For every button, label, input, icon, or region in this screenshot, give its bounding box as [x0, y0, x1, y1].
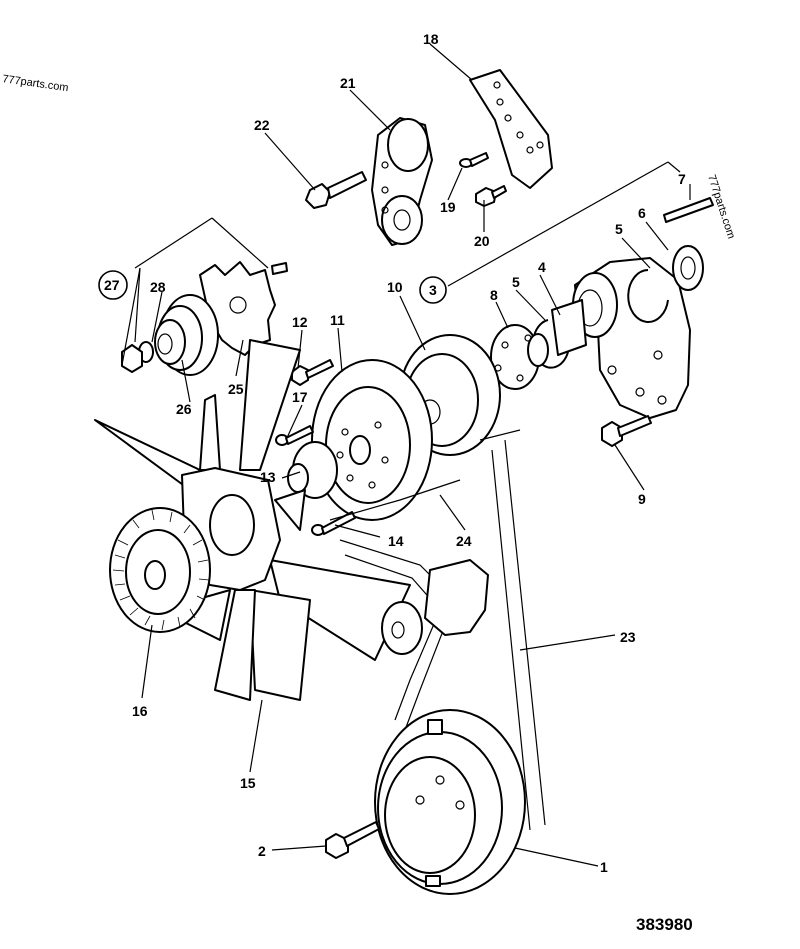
bolt-7 [663, 197, 714, 223]
alternator-pulley [154, 294, 219, 376]
pulley-11 [311, 359, 433, 521]
bolt-20 [475, 185, 507, 207]
callout-12: 12 [292, 314, 308, 330]
screw-19 [459, 152, 489, 168]
callout-27: 27 [104, 277, 120, 293]
callout-6: 6 [638, 205, 646, 221]
callout-20: 20 [474, 233, 490, 249]
drive-belt-23 [479, 429, 546, 831]
callout-16: 16 [132, 703, 148, 719]
bolt-14 [311, 511, 356, 536]
callout-2: 2 [258, 843, 266, 859]
callout-19: 19 [440, 199, 456, 215]
belt-tensioner [371, 117, 433, 246]
crankshaft-damper [374, 709, 526, 895]
drawing-number: 383980 [636, 915, 693, 934]
callout-7: 7 [678, 171, 686, 187]
callout-5-right: 5 [615, 221, 623, 237]
callout-26: 26 [176, 401, 192, 417]
callout-8: 8 [490, 287, 498, 303]
bolt-9 [601, 415, 652, 447]
callout-23: 23 [620, 629, 636, 645]
bolt-2 [325, 821, 380, 859]
viscous-fan-coupling [109, 507, 211, 633]
callout-21: 21 [340, 75, 356, 91]
key [271, 262, 288, 275]
callout-15: 15 [240, 775, 256, 791]
bolt-22 [305, 171, 367, 209]
bolt-12 [291, 359, 334, 386]
bolt-17 [275, 425, 314, 446]
nut-and-washer [121, 341, 154, 373]
callout-17: 17 [292, 389, 308, 405]
callout-13: 13 [260, 469, 276, 485]
shaft-4 [551, 299, 587, 356]
callout-10: 10 [387, 279, 403, 295]
callout-1: 1 [600, 859, 608, 875]
idler-pulley [381, 559, 489, 655]
bearing-6 [672, 245, 704, 291]
callout-24: 24 [456, 533, 472, 549]
callout-9: 9 [638, 491, 646, 507]
callout-22: 22 [254, 117, 270, 133]
callout-labels: 18 21 22 19 20 7 6 5 4 5 8 3 10 11 12 17… [98, 31, 686, 875]
mounting-bracket [469, 69, 553, 189]
hub-8 [490, 324, 549, 390]
callout-28: 28 [150, 279, 166, 295]
watermark-left: 777parts.com [2, 73, 70, 94]
leader-lines [121, 43, 691, 867]
circlip-5-right [627, 269, 669, 323]
callout-25: 25 [228, 381, 244, 397]
hub-13 [287, 441, 338, 499]
callout-14: 14 [388, 533, 404, 549]
callout-18: 18 [423, 31, 439, 47]
callout-5-left: 5 [512, 274, 520, 290]
callout-4: 4 [538, 259, 546, 275]
callout-3: 3 [429, 282, 437, 298]
callout-11: 11 [330, 312, 345, 328]
